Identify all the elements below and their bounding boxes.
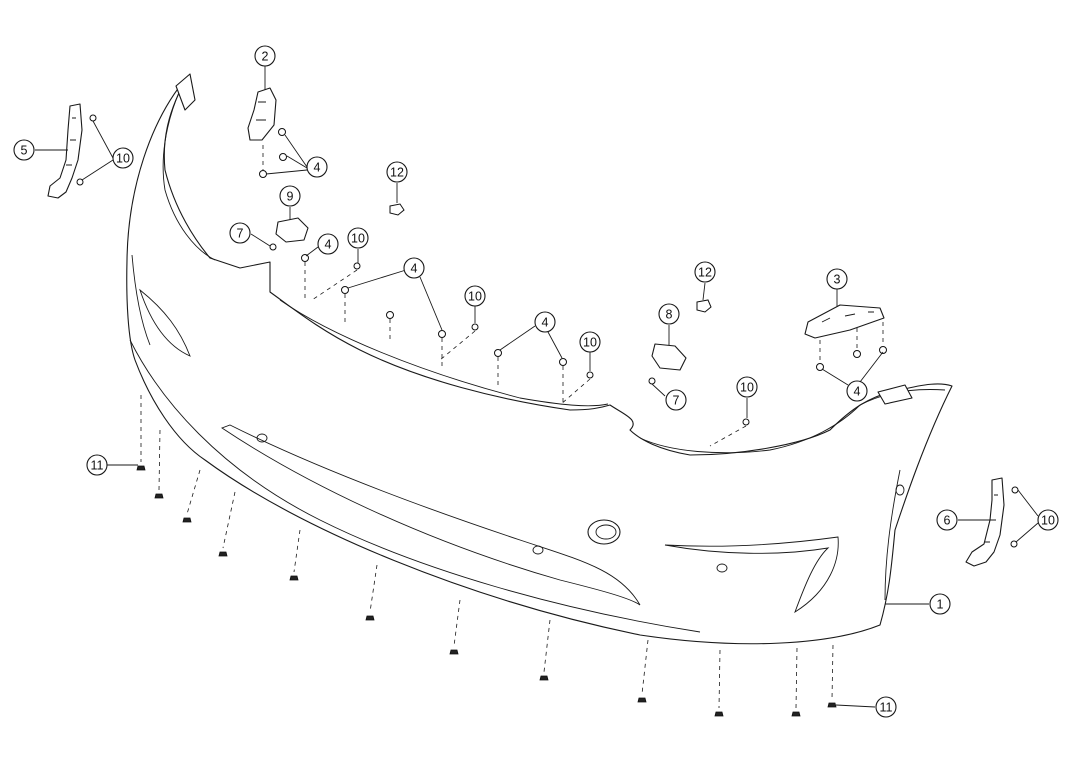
callout-circle bbox=[929, 593, 951, 615]
callout-label: 10 bbox=[583, 336, 597, 350]
callout-c10b: 10 bbox=[347, 227, 369, 249]
callout-c11b: 11 bbox=[875, 696, 897, 718]
callout-c4d: 4 bbox=[534, 311, 556, 333]
callout-c10e: 10 bbox=[736, 376, 758, 398]
upper-right-bracket bbox=[804, 304, 885, 339]
callout-c10c: 10 bbox=[464, 285, 486, 307]
callout-label: 5 bbox=[21, 144, 28, 158]
callout-c6: 6 bbox=[936, 509, 958, 531]
callout-c4a: 4 bbox=[306, 156, 328, 178]
clip-9 bbox=[275, 217, 309, 243]
callout-circle bbox=[665, 389, 687, 411]
callout-c9: 9 bbox=[279, 185, 301, 207]
callout-label: 11 bbox=[91, 459, 104, 473]
callout-circle bbox=[875, 696, 897, 718]
callout-label: 3 bbox=[834, 273, 841, 287]
callout-label: 8 bbox=[666, 308, 673, 322]
callout-c12a: 12 bbox=[386, 161, 408, 183]
callout-c10d: 10 bbox=[579, 331, 601, 353]
callout-c4e: 4 bbox=[846, 380, 868, 402]
callout-circle bbox=[658, 303, 680, 325]
clip-8 bbox=[651, 343, 687, 371]
callout-label: 4 bbox=[854, 385, 861, 399]
callout-c7a: 7 bbox=[229, 222, 251, 244]
callout-circle bbox=[579, 331, 601, 353]
callout-label: 10 bbox=[351, 232, 365, 246]
callout-label: 12 bbox=[390, 166, 404, 180]
callout-label: 7 bbox=[237, 227, 244, 241]
left-side-bracket bbox=[47, 103, 83, 199]
callout-circle bbox=[846, 380, 868, 402]
callout-c8: 8 bbox=[658, 303, 680, 325]
callout-label: 10 bbox=[1041, 514, 1055, 528]
callout-c1: 1 bbox=[929, 593, 951, 615]
callout-label: 4 bbox=[411, 262, 418, 276]
upper-left-bracket bbox=[247, 87, 277, 141]
callout-circle bbox=[112, 147, 134, 169]
callout-label: 10 bbox=[740, 381, 754, 395]
callout-circle bbox=[403, 257, 425, 279]
callout-label: 4 bbox=[314, 161, 321, 175]
callout-c3: 3 bbox=[826, 268, 848, 290]
callout-circle bbox=[279, 185, 301, 207]
callout-circle bbox=[347, 227, 369, 249]
callout-circle bbox=[306, 156, 328, 178]
callout-label: 6 bbox=[944, 514, 951, 528]
callout-circle bbox=[464, 285, 486, 307]
callout-c2: 2 bbox=[254, 45, 276, 67]
bumper-cover bbox=[126, 73, 953, 645]
callout-label: 12 bbox=[698, 266, 712, 280]
callout-c5: 5 bbox=[13, 139, 35, 161]
callout-label: 11 bbox=[880, 701, 893, 715]
callout-label: 4 bbox=[542, 316, 549, 330]
callout-label: 9 bbox=[287, 190, 294, 204]
callout-circle bbox=[534, 311, 556, 333]
callout-c10f: 10 bbox=[1037, 509, 1059, 531]
callout-circle bbox=[254, 45, 276, 67]
callout-c11a: 11 bbox=[86, 454, 108, 476]
callout-circle bbox=[826, 268, 848, 290]
callout-circle bbox=[694, 261, 716, 283]
callout-c4c: 4 bbox=[403, 257, 425, 279]
callout-label: 7 bbox=[673, 394, 680, 408]
callout-circle bbox=[86, 454, 108, 476]
callout-c10a: 10 bbox=[112, 147, 134, 169]
callout-c4b: 4 bbox=[317, 233, 339, 255]
callout-circle bbox=[736, 376, 758, 398]
callout-c7b: 7 bbox=[665, 389, 687, 411]
callout-label: 2 bbox=[262, 50, 269, 64]
callout-circle bbox=[317, 233, 339, 255]
callout-label: 4 bbox=[325, 238, 332, 252]
callout-circle bbox=[13, 139, 35, 161]
callout-circle bbox=[229, 222, 251, 244]
callout-label: 10 bbox=[468, 290, 482, 304]
callout-label: 10 bbox=[116, 152, 130, 166]
alignment-lines bbox=[140, 145, 884, 709]
leader-lines bbox=[35, 66, 1039, 708]
callout-c12b: 12 bbox=[694, 261, 716, 283]
callout-circle bbox=[386, 161, 408, 183]
callout-label: 1 bbox=[937, 598, 944, 612]
callout-circle bbox=[936, 509, 958, 531]
right-side-bracket bbox=[965, 477, 1005, 567]
callout-circle bbox=[1037, 509, 1059, 531]
